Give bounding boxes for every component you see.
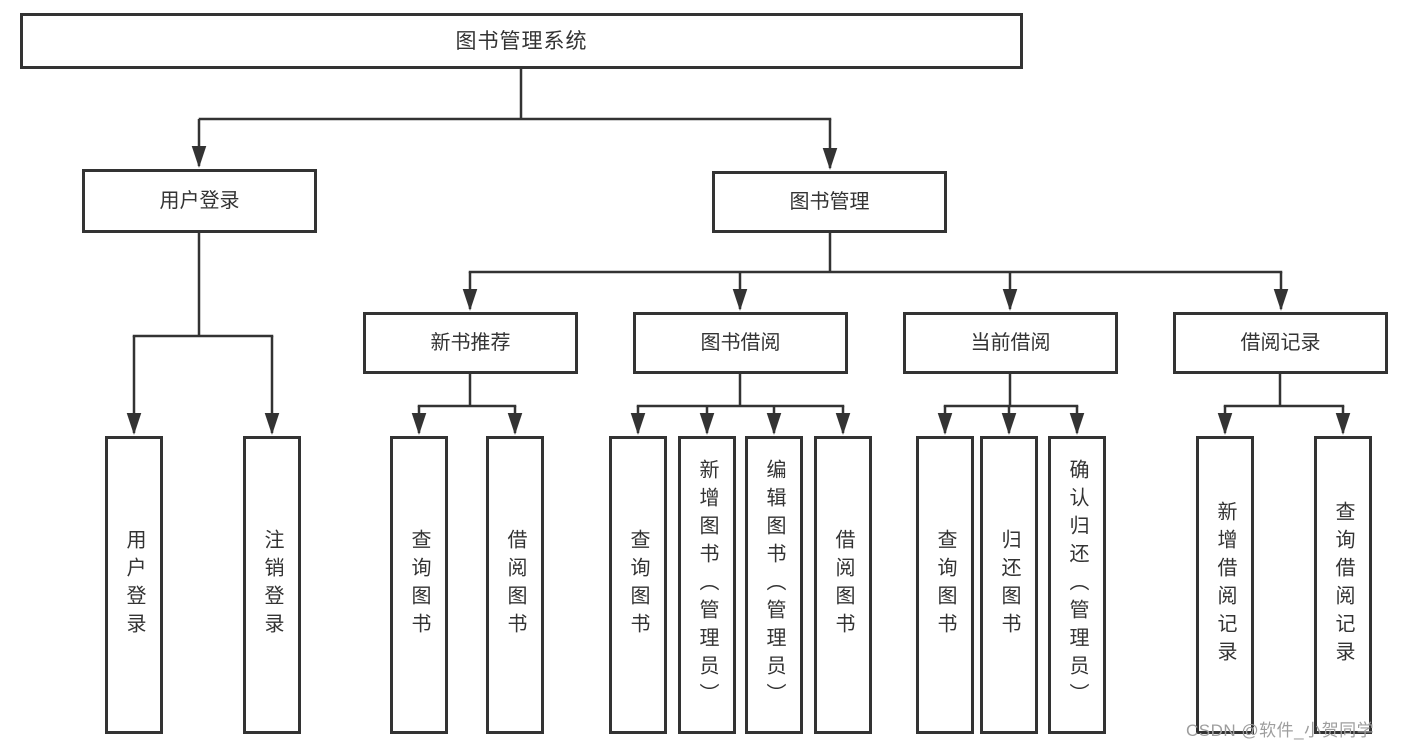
node-borrowing-records: 借阅记录 [1173,312,1388,374]
node-label: 当前借阅 [970,332,1051,354]
leaf-current-query-books: 查询图书 [916,436,974,734]
node-label: 查询图书 [408,529,430,641]
node-label: 查询图书 [934,529,956,641]
connector-rails [132,69,1345,408]
node-current-borrowing: 当前借阅 [903,312,1118,374]
leaf-query-borrow-record: 查询借阅记录 [1314,436,1372,734]
node-label: 图书管理系统 [455,29,588,53]
node-book-management: 图书管理 [712,171,947,233]
leaf-add-borrow-record: 新增借阅记录 [1196,436,1254,734]
node-label: 用户登录 [123,529,145,641]
csdn-watermark: CSDN @软件_小贺同学 [1186,721,1375,740]
node-label: 借阅记录 [1240,332,1321,354]
node-user-login: 用户登录 [82,169,317,233]
node-label: 新增借阅记录 [1214,501,1236,669]
node-new-book-recommendation: 新书推荐 [363,312,578,374]
leaf-edit-books-admin: 编辑图书（管理员） [745,436,803,734]
node-label: 图书管理 [789,191,870,213]
leaf-add-books-admin: 新增图书（管理员） [678,436,736,734]
leaf-recommend-query-books: 查询图书 [390,436,448,734]
leaf-user-login: 用户登录 [105,436,163,734]
node-library-management-system: 图书管理系统 [20,13,1023,69]
leaf-logout: 注销登录 [243,436,301,734]
node-label: 新书推荐 [430,332,511,354]
node-label: 借阅图书 [504,529,526,641]
node-label: 图书借阅 [700,332,781,354]
leaf-recommend-borrow-books: 借阅图书 [486,436,544,734]
connector-arrows [126,119,1351,435]
leaf-borrowing-query-books: 查询图书 [609,436,667,734]
node-label: 查询图书 [627,529,649,641]
node-label: 查询借阅记录 [1332,501,1354,669]
node-label: 归还图书 [998,529,1020,641]
node-book-borrowing: 图书借阅 [633,312,848,374]
node-label: 新增图书（管理员） [696,459,718,711]
node-label: 用户登录 [159,190,240,212]
node-label: 借阅图书 [832,529,854,641]
node-label: 编辑图书（管理员） [763,459,785,711]
leaf-return-books: 归还图书 [980,436,1038,734]
node-label: 确认归还（管理员） [1066,459,1088,711]
node-label: 注销登录 [261,529,283,641]
leaf-confirm-return-admin: 确认归还（管理员） [1048,436,1106,734]
leaf-borrowing-borrow-books: 借阅图书 [814,436,872,734]
